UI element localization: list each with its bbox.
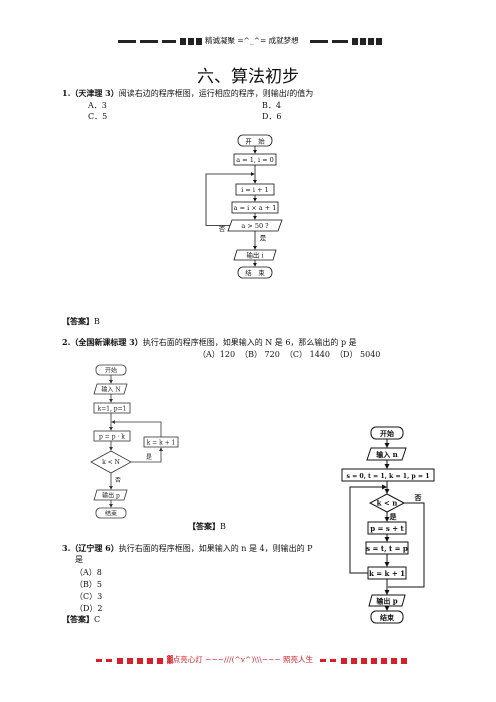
q2-yes-label: 是 <box>146 454 152 461</box>
q2-inc-label: k = k + 1 <box>147 440 176 447</box>
q3-text-cont: 是 <box>75 555 83 564</box>
q2-cond-label: k < N <box>102 459 120 466</box>
q2-start-label: 开始 <box>105 367 117 375</box>
footer-banner: ▓点亮心灯 ~~~///(^v^)\\\~~~ 照亮人生 <box>167 655 314 664</box>
q3-yes-label: 是 <box>389 512 398 521</box>
q3-end-label: 结束 <box>379 613 395 622</box>
q1-no-label: 否 <box>219 225 226 233</box>
q2-input-label: 输入 N <box>101 386 120 394</box>
q2-option-b: （B） 720 <box>240 350 280 359</box>
q1-answer-value: B <box>94 317 100 326</box>
q2-text: 执行右面的程序框图，如果输入的 N 是 6，那么输出的 p 是 <box>142 338 357 347</box>
q1-step1-label: i = i + 1 <box>241 186 268 194</box>
q2-option-a: （A）120 <box>198 350 236 359</box>
q1-text-end: 的值为 <box>289 89 314 98</box>
q3-source: （辽宁理 6） <box>70 543 119 553</box>
q3-no-label: 否 <box>414 493 422 502</box>
q2-number: 2. <box>62 337 71 347</box>
q2-question: 2.（全国新课标理 3）执行右面的程序框图，如果输入的 N 是 6，那么输出的 … <box>62 337 357 348</box>
q1-step2-label: a = i × a + 1 <box>234 204 277 212</box>
q1-condition-diamond <box>227 219 283 232</box>
q1-option-d: D．6 <box>262 112 282 121</box>
q1-flowchart: 开 始 a = 1, i = 0 i = i + 1 a = i × a + 1… <box>205 134 283 279</box>
q1-option-c: C．5 <box>88 112 108 121</box>
q2-no-label: 否 <box>115 477 121 484</box>
q2-end-label: 结束 <box>105 510 117 518</box>
q2-output-box <box>93 489 128 501</box>
q1-output-box <box>233 249 277 261</box>
q3-end-node <box>370 610 404 624</box>
q3-option-d: （D）2 <box>75 604 103 613</box>
q1-text: 阅读右边的程序框图，运行相应的程序，则输出 <box>118 89 287 98</box>
q3-output-label: 输出 p <box>376 597 397 606</box>
q1-text-var: i <box>286 89 290 98</box>
q1-option-a: A．3 <box>88 101 107 110</box>
q2-answer-label: 【答案】 <box>188 521 220 531</box>
q3-option-a: （A）8 <box>75 568 102 577</box>
q1-number: 1. <box>62 88 71 98</box>
q3-question: 3.（辽宁理 6）执行右面的程序框图，如果输入的 n 是 4，则输出的 P <box>62 543 313 554</box>
q3-step2-label: s = t, t = p <box>366 544 408 553</box>
q3-answer-value: C <box>94 615 101 624</box>
q3-answer-label: 【答案】 <box>62 614 94 624</box>
q1-source: （天津理 3） <box>70 88 119 98</box>
header-banner: 精诚凝聚 =^_^= 成就梦想 <box>205 36 299 45</box>
page-title: 六、算法初步 <box>197 67 299 87</box>
q3-start-label: 开始 <box>380 429 394 438</box>
q2-output-label: 输出 p <box>102 492 120 500</box>
q2-options: （A）120 （B） 720 （C） 1440 （D） 5040 <box>198 349 380 360</box>
q3-option-c: （C）3 <box>75 592 103 601</box>
q3-number: 3. <box>62 543 71 553</box>
q2-step-label: p = p · k <box>99 434 125 441</box>
q3-input-box <box>366 447 407 461</box>
q2-answer-value: B <box>220 522 226 531</box>
q1-init-label: a = 1, i = 0 <box>236 156 274 164</box>
q2-input-box <box>93 383 128 395</box>
q3-init-box <box>341 468 435 482</box>
q2-option-c: （C） 1440 <box>284 350 330 359</box>
q3-text: 执行右面的程序框图，如果输入的 n 是 4，则输出的 P <box>118 544 313 553</box>
q3-input-label: 输入 n <box>376 450 398 459</box>
q2-end-node <box>95 507 127 519</box>
q1-question: 1.（天津理 3）阅读右边的程序框图，运行相应的程序，则输出i的值为 <box>62 88 313 99</box>
q2-source: （全国新课标理 3） <box>70 337 143 347</box>
q1-output-label: 输出 i <box>246 251 263 260</box>
q2-answer: 【答案】B <box>188 521 226 532</box>
q1-answer: 【答案】B <box>62 316 100 327</box>
q1-answer-label: 【答案】 <box>62 316 94 326</box>
q1-end-node <box>237 266 273 279</box>
q3-answer: 【答案】C <box>62 614 100 625</box>
q3-init-label: s = 0, t = 1, k = 1, p = 1 <box>346 473 429 480</box>
q3-flowchart: 开始 输入 n s = 0, t = 1, k = 1, p = 1 k < n… <box>341 426 435 624</box>
q3-cond-label: k < n <box>377 499 398 508</box>
q1-option-b: B．4 <box>262 101 281 110</box>
q2-flowchart: 开始 输入 N k=1, p=1 p = p · k k < N k = k +… <box>90 364 179 519</box>
q2-init-box <box>93 402 131 414</box>
q1-yes-label: 是 <box>260 234 267 242</box>
q1-end-label: 结 束 <box>245 268 265 277</box>
q2-step-box <box>93 430 131 442</box>
q2-init-label: k=1, p=1 <box>98 406 127 413</box>
q3-inc-label: k = k + 1 <box>369 569 405 578</box>
q3-option-b: （B）5 <box>75 580 102 589</box>
q3-step1-label: p = s + t <box>370 524 404 533</box>
q3-output-box <box>368 594 406 607</box>
q1-cond-label: a > 50 ? <box>241 222 269 230</box>
q2-option-d: （D） 5040 <box>335 350 381 359</box>
q1-start-label: 开 始 <box>245 137 265 146</box>
